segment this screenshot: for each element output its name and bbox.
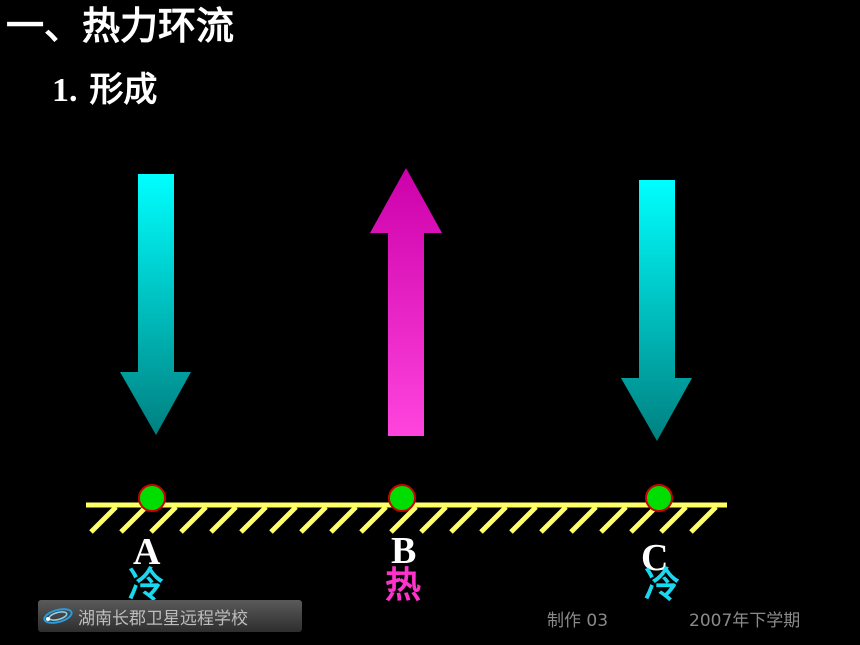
school-logo-bar: 湖南长郡卫星远程学校 (38, 600, 302, 632)
arrow-a-sinking-air (120, 174, 191, 435)
section-heading: 1. 形成 (52, 70, 158, 110)
point-b-label: B (391, 530, 417, 572)
page-title: 一、热力环流 (6, 4, 235, 48)
term-text: 2007年下学期 (689, 611, 801, 631)
point-b-temperature: 热 (385, 565, 422, 606)
section-text: 形成 (89, 70, 158, 110)
point-b-marker (388, 484, 416, 512)
orbit-logo-icon (43, 608, 73, 624)
made-by-text: 制作 03 (547, 611, 609, 631)
point-a-marker (138, 484, 166, 512)
arrow-c-sinking-air (621, 180, 692, 441)
ground-hatching (89, 505, 718, 534)
point-c-temperature: 冷 (644, 565, 681, 606)
school-name: 湖南长郡卫星远程学校 (78, 608, 248, 629)
section-number: 1. (52, 72, 78, 109)
point-c-label: C (641, 537, 669, 579)
arrow-b-rising-air (370, 168, 442, 436)
point-a-label: A (133, 531, 161, 573)
point-c-marker (645, 484, 673, 512)
point-a-temperature: 冷 (128, 565, 165, 606)
